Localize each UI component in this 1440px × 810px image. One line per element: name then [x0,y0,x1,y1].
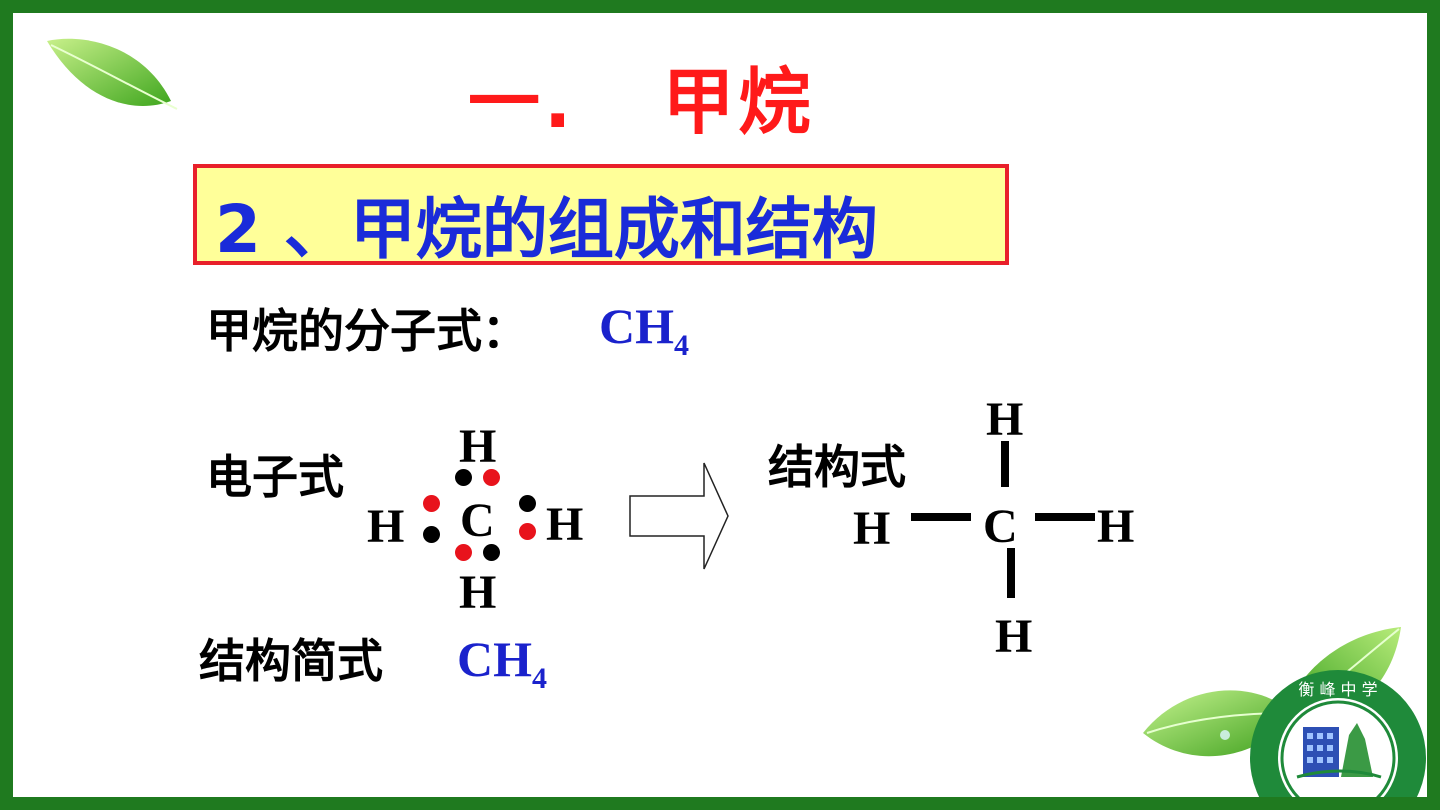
electron-dot [423,526,440,543]
electron-dot [455,544,472,561]
electron-dot [423,495,440,512]
svg-text:衡 峰 中 学: 衡 峰 中 学 [1298,680,1377,699]
electron-formula-label: 电子式 [206,450,344,504]
electron-dot [519,523,536,540]
condensed-formula-main: CH [457,631,532,687]
structural-c-center: C [983,500,1018,553]
structural-h-top: H [986,393,1024,446]
bond-line [911,513,971,521]
electron-h-right: H [546,498,584,551]
condensed-formula-label: 结构简式 [199,634,383,688]
school-logo-icon: HENG FENG ZHONG XUE 衡 峰 中 学 [1250,670,1426,808]
arrow-right-icon [629,462,729,570]
section-heading-box: 2 、甲烷的组成和结构 [193,164,1009,268]
svg-text:HENG FENG ZHONG XUE: HENG FENG ZHONG XUE [1270,796,1405,808]
molecular-formula-label: 甲烷的分子式： [206,304,528,358]
electron-dot [483,469,500,486]
bond-line [1001,441,1009,487]
bond-line [1007,548,1015,598]
leaf-icon [47,38,178,110]
bond-line [1035,513,1095,521]
electron-dot [483,544,500,561]
section-heading: 2 、甲烷的组成和结构 [215,191,878,268]
structural-formula-label: 结构式 [768,440,906,494]
electron-c-center: C [460,494,495,547]
structural-h-left: H [853,502,891,555]
condensed-formula-subscript: 4 [532,662,547,695]
electron-h-bottom: H [459,566,497,619]
slide-title: 一. 甲烷 [468,60,815,144]
condensed-formula: CH4 [457,630,547,696]
molecular-formula-main: CH [599,298,674,354]
molecular-formula: CH4 [599,297,689,363]
electron-h-left: H [367,500,405,553]
electron-dot [519,495,536,512]
electron-h-top: H [459,420,497,473]
electron-dot [455,469,472,486]
structural-h-right: H [1097,500,1135,553]
structural-h-bottom: H [995,610,1033,663]
molecular-formula-subscript: 4 [674,329,689,362]
